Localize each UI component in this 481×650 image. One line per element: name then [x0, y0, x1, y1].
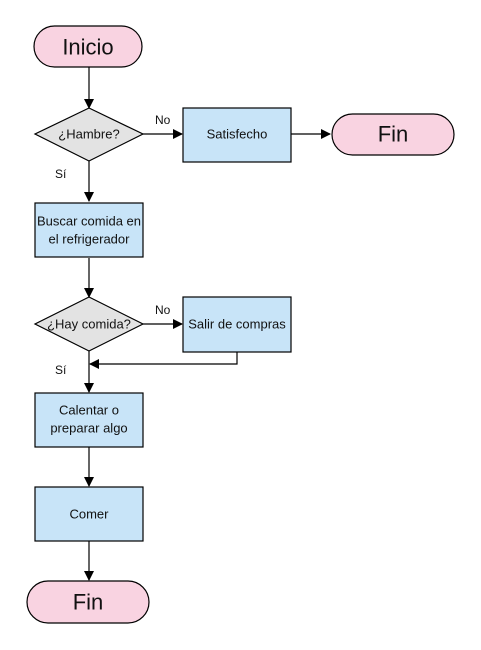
search-food-box: Buscar comida en el refrigerador: [34, 202, 144, 258]
end-terminal-top: Fin: [331, 113, 455, 156]
end-top-label: Fin: [378, 122, 409, 147]
food-decision: ¿Hay comida?: [33, 296, 145, 352]
start-terminal: Inicio: [33, 25, 143, 68]
label-hungry-no: No: [155, 113, 171, 127]
end-bottom-label: Fin: [73, 590, 104, 615]
satisfied-label: Satisfecho: [207, 127, 268, 142]
eat-box: Comer: [34, 486, 144, 542]
search-food-line1: Buscar comida en: [37, 214, 141, 229]
label-food-yes: Sí: [55, 363, 67, 377]
search-food-line2: el refrigerador: [49, 232, 131, 247]
cook-line2: preparar algo: [50, 421, 127, 436]
go-shopping-box: Salir de compras: [182, 296, 292, 353]
label-food-no: No: [155, 303, 171, 317]
food-decision-label: ¿Hay comida?: [47, 317, 131, 332]
satisfied-box: Satisfecho: [182, 107, 292, 163]
cook-line1: Calentar o: [59, 403, 119, 418]
edge-shopping-return: [89, 352, 238, 369]
go-shopping-label: Salir de compras: [188, 317, 286, 332]
start-label: Inicio: [62, 35, 113, 60]
end-terminal-bottom: Fin: [26, 580, 150, 624]
cook-box: Calentar o preparar algo: [34, 392, 144, 448]
connectors: [84, 67, 331, 581]
label-hungry-yes: Sí: [55, 167, 67, 181]
hungry-decision-label: ¿Hambre?: [58, 127, 119, 142]
hungry-decision: ¿Hambre?: [33, 107, 145, 162]
eat-label: Comer: [69, 507, 109, 522]
